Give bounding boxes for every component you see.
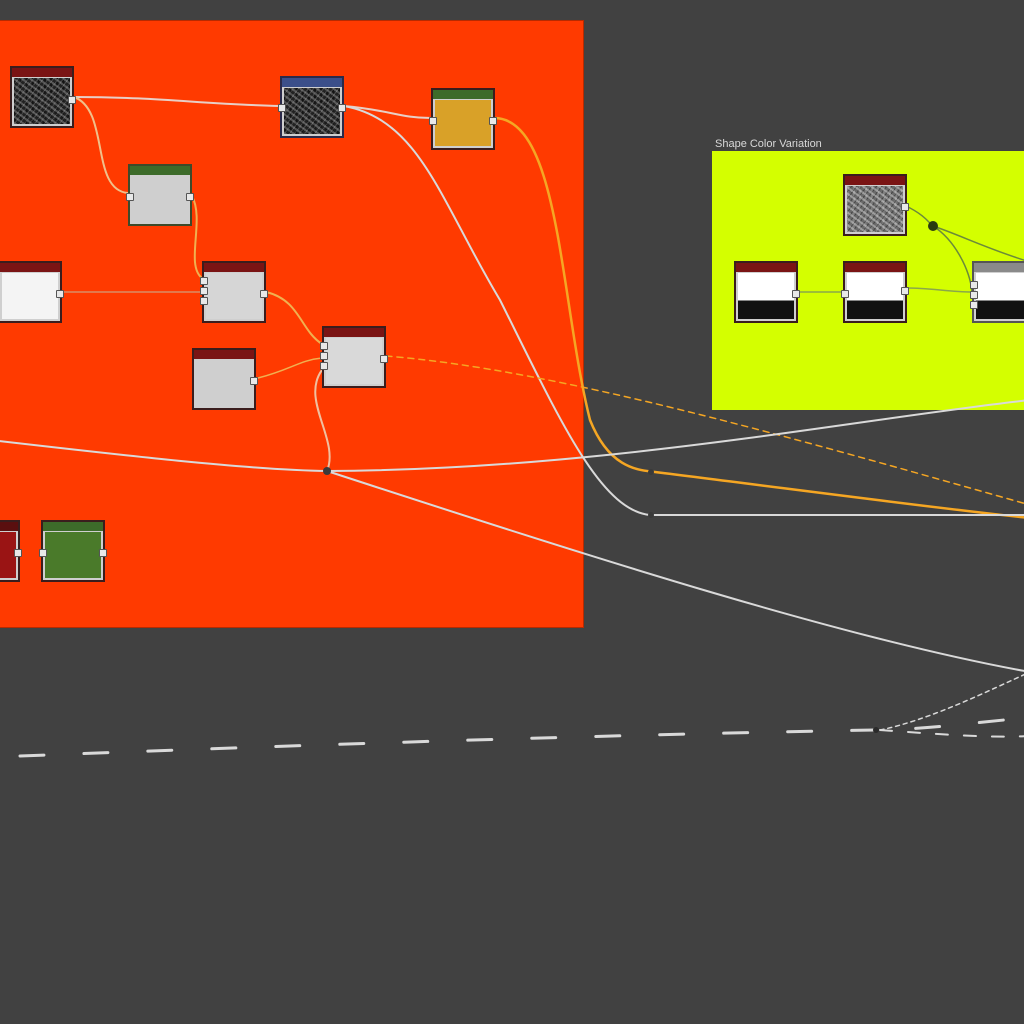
color-node-green[interactable] (39, 520, 107, 582)
input-port[interactable] (200, 287, 208, 295)
input-port[interactable] (200, 277, 208, 285)
solid-preview-icon (326, 338, 382, 384)
color-node-red[interactable] (0, 520, 22, 582)
split-preview-icon (976, 273, 1024, 319)
shape-node-2[interactable] (841, 261, 909, 323)
solid-preview-icon (132, 176, 188, 222)
shape-node-1[interactable] (734, 261, 800, 323)
input-port[interactable] (970, 301, 978, 309)
output-port[interactable] (260, 290, 268, 298)
input-port[interactable] (278, 104, 286, 112)
color-node-gold[interactable] (429, 88, 497, 150)
input-port[interactable] (841, 290, 849, 298)
output-port[interactable] (792, 290, 800, 298)
output-port[interactable] (338, 104, 346, 112)
input-port[interactable] (320, 362, 328, 370)
shape-node-3[interactable] (970, 261, 1024, 323)
reroute-dot-5 (873, 727, 879, 733)
input-port[interactable] (126, 193, 134, 201)
input-port[interactable] (39, 549, 47, 557)
input-port[interactable] (320, 352, 328, 360)
output-port[interactable] (14, 549, 22, 557)
input-port[interactable] (200, 297, 208, 305)
output-port[interactable] (901, 287, 909, 295)
output-port[interactable] (99, 549, 107, 557)
output-port[interactable] (489, 117, 497, 125)
noise-preview-icon (847, 186, 903, 232)
reroute-dot-3 (648, 512, 654, 518)
noise-preview-icon (284, 88, 340, 134)
solid-preview-icon (45, 532, 101, 578)
solid-preview-icon (206, 273, 262, 319)
frame-yellow-title: Shape Color Variation (715, 138, 822, 150)
reroute-dot-2 (648, 469, 654, 475)
blend-node-3[interactable] (192, 348, 258, 410)
solid-preview-icon (0, 532, 16, 578)
gradient-node-white[interactable] (0, 261, 64, 323)
output-port[interactable] (68, 96, 76, 104)
input-port[interactable] (970, 291, 978, 299)
output-port[interactable] (250, 377, 258, 385)
noise-node-1[interactable] (10, 66, 76, 128)
split-preview-icon (847, 273, 903, 319)
noise-node-2[interactable] (278, 76, 346, 138)
noise-node-3[interactable] (843, 174, 909, 236)
output-port[interactable] (901, 203, 909, 211)
input-port[interactable] (429, 117, 437, 125)
output-port[interactable] (380, 355, 388, 363)
blend-node-2[interactable] (200, 261, 268, 323)
output-port[interactable] (56, 290, 64, 298)
input-port[interactable] (970, 281, 978, 289)
noise-preview-icon (14, 78, 70, 124)
output-port[interactable] (186, 193, 194, 201)
solid-preview-icon (435, 100, 491, 146)
blend-node-1[interactable] (126, 164, 194, 226)
solid-preview-icon (2, 273, 58, 319)
solid-preview-icon (196, 360, 252, 406)
input-port[interactable] (320, 342, 328, 350)
blend-node-4[interactable] (320, 326, 388, 388)
split-preview-icon (738, 273, 794, 319)
